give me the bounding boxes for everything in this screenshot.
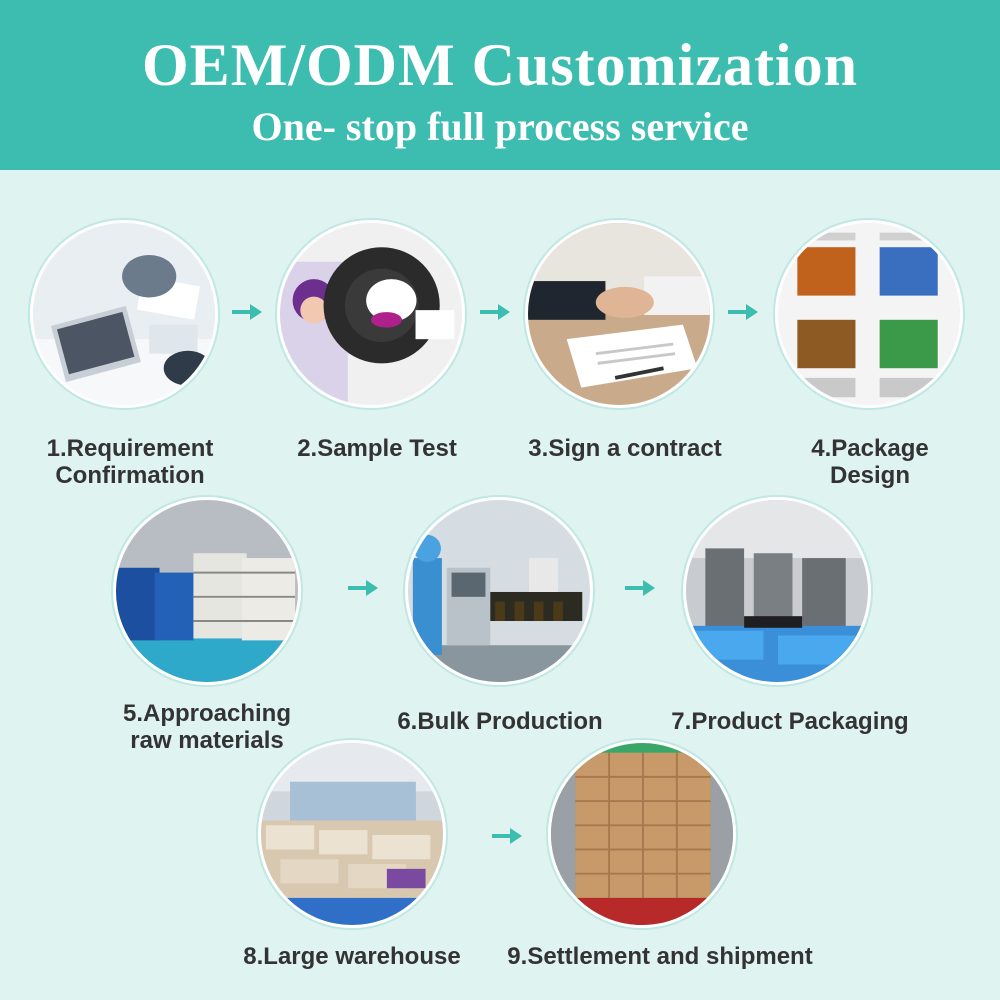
- step-3-label: 3.Sign a contract: [528, 435, 722, 462]
- arrow-right-icon: [728, 302, 758, 322]
- step-1-photo: [30, 220, 218, 408]
- step-5-photo: [113, 497, 301, 685]
- step-8-photo: [258, 740, 446, 928]
- step-9-label: 9.Settlement and shipment: [507, 943, 813, 970]
- step-2-photo: [277, 220, 465, 408]
- step-6-photo: [405, 497, 593, 685]
- arrow-right-icon: [232, 302, 262, 322]
- step-7-photo: [683, 497, 871, 685]
- step-3-photo: [525, 220, 713, 408]
- page-subtitle: One- stop full process service: [251, 104, 749, 149]
- header-banner: OEM/ODM Customization One- stop full pro…: [0, 0, 1000, 170]
- arrow-right-icon: [492, 826, 522, 846]
- arrow-right-icon: [348, 578, 378, 598]
- step-8-label: 8.Large warehouse: [243, 943, 461, 970]
- step-6-label: 6.Bulk Production: [397, 708, 603, 735]
- arrow-right-icon: [480, 302, 510, 322]
- step-7-label: 7.Product Packaging: [671, 708, 909, 735]
- step-2-label: 2.Sample Test: [297, 435, 457, 462]
- arrow-right-icon: [625, 578, 655, 598]
- step-4-photo: [775, 220, 963, 408]
- step-9-photo: [548, 740, 736, 928]
- page-title: OEM/ODM Customization: [142, 32, 858, 98]
